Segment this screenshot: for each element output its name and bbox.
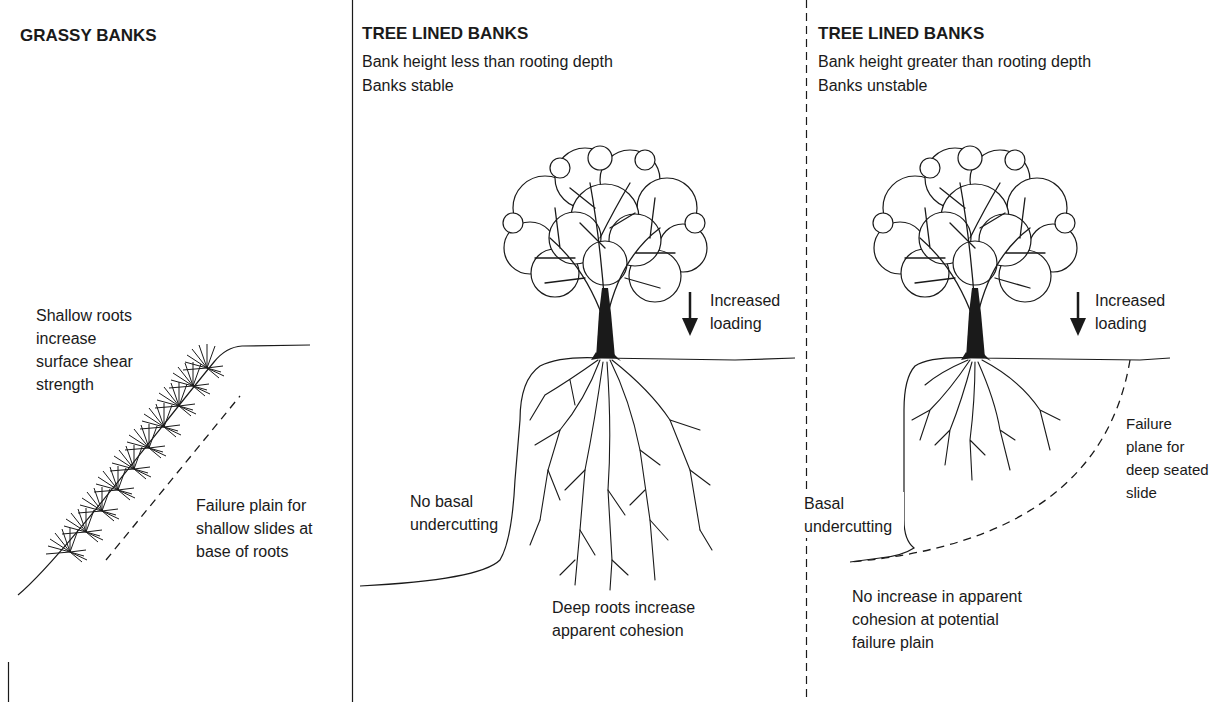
drawing-part: [183, 344, 224, 378]
drawing-part: [612, 360, 700, 530]
drawing-part: [970, 362, 985, 480]
annotation-label: Deep roots increase apparent cohesion: [552, 596, 732, 642]
annotation-label: Bank height greater than rooting depth: [818, 50, 1091, 73]
panel-divider: [352, 0, 353, 702]
drawing-part: [935, 362, 972, 465]
load-arrow: [682, 318, 698, 336]
panel-heading: GRASSY BANKS: [20, 24, 157, 47]
deep-roots: [530, 360, 712, 590]
shallow-roots: [912, 360, 1060, 480]
drawing-part: [110, 445, 151, 479]
load-arrow: [1070, 318, 1086, 336]
drawing-part: [530, 430, 560, 545]
panel-heading: TREE LINED BANKS: [362, 22, 528, 45]
drawing-part: [575, 362, 603, 585]
annotation-label: Basal undercutting: [802, 492, 904, 538]
drawing-part: [607, 362, 612, 590]
panel-border: [8, 662, 9, 702]
annotation-label: No increase in apparent cohesion at pote…: [852, 585, 1037, 654]
annotation-label: No basal undercutting: [410, 490, 505, 536]
drawing-part: [630, 450, 668, 540]
drawing-part: [125, 424, 166, 458]
panel-heading: TREE LINED BANKS: [818, 22, 984, 45]
annotation-label: Bank height less than rooting depth: [362, 50, 613, 73]
drawing-part: [503, 146, 707, 361]
drawing-part: [670, 420, 712, 550]
drawing-part: [140, 403, 181, 437]
drawing-part: [560, 470, 595, 575]
drawing-part: [46, 528, 87, 562]
annotation-label: Banks unstable: [818, 74, 927, 97]
load-arrow: [689, 292, 692, 322]
drawing-part: [530, 360, 598, 420]
annotation-label: Increased loading: [710, 289, 790, 335]
annotation-label: Banks stable: [362, 74, 454, 97]
drawing-part: [873, 146, 1077, 361]
annotation-label: Increased loading: [1095, 289, 1175, 335]
load-arrow: [1077, 292, 1080, 322]
drawing-part: [982, 360, 1060, 450]
drawing-part: [608, 490, 628, 575]
annotation-label: Failure plane for deep seated slide: [1126, 412, 1210, 504]
bank-profile: [360, 358, 795, 586]
panel-divider: [806, 0, 807, 702]
annotation-label: Shallow roots increase surface shear str…: [36, 304, 144, 396]
drawing-part: [925, 360, 968, 385]
annotation-label: Failure plain for shallow slides at base…: [196, 494, 338, 563]
